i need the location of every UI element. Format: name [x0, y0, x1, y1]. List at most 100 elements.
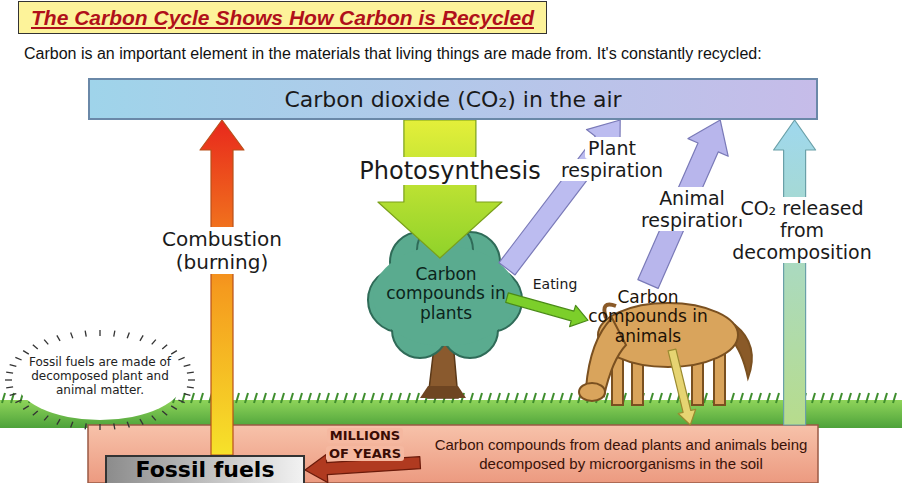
- grass-blade: [299, 393, 302, 403]
- burst-tick: [184, 394, 191, 396]
- grass-blade: [704, 393, 707, 403]
- callout-burst: [5, 330, 195, 430]
- grass-blade: [344, 393, 347, 403]
- grass-blade: [254, 393, 257, 403]
- burst-tick: [162, 411, 167, 415]
- arrow-label-text: Photosynthesis: [356, 157, 543, 185]
- node-text: Carbon dioxide (CO₂) in the air: [90, 87, 816, 112]
- grass-blade: [200, 393, 203, 403]
- grass-blade: [524, 393, 527, 403]
- burst-tick: [178, 400, 184, 403]
- grass-blade: [839, 393, 842, 403]
- grass-blade: [848, 393, 851, 403]
- grass-blade: [407, 393, 410, 403]
- grass-blade: [308, 393, 311, 403]
- grass-blade: [236, 393, 239, 403]
- grass-blade: [821, 393, 824, 403]
- arrow-label-text: CO₂ released from decomposition: [729, 197, 875, 263]
- grass-blade: [191, 393, 194, 403]
- soil-band: [88, 425, 818, 483]
- burst-tick: [6, 386, 13, 388]
- grass-blade: [740, 393, 743, 403]
- burst-tick: [85, 423, 86, 429]
- flow-arrow: [378, 120, 502, 258]
- grass-blade: [488, 393, 491, 403]
- grass-blade: [479, 393, 482, 403]
- burst-tick: [23, 351, 29, 355]
- burst-tick: [71, 422, 73, 428]
- arrow-label: Eating: [524, 275, 586, 293]
- grass-blade: [497, 393, 500, 403]
- burst-tick: [71, 332, 73, 338]
- burst-tick: [187, 386, 194, 388]
- burst-tick: [99, 330, 100, 336]
- flow-arrow: [200, 120, 244, 455]
- burst-tick: [140, 419, 143, 424]
- grass-blade: [290, 393, 293, 403]
- grass-blade: [560, 393, 563, 403]
- grass-blade: [470, 393, 473, 403]
- grass-blade: [380, 393, 383, 403]
- fossil-fuel-box: Fossil fuels: [105, 455, 305, 483]
- burst-tick: [10, 394, 17, 396]
- flow-arrow: [668, 349, 696, 425]
- grass-blade: [569, 393, 572, 403]
- grass-blade: [398, 393, 401, 403]
- grass-blade: [263, 393, 266, 403]
- arrow-label: CO₂ released from decomposition: [720, 198, 884, 264]
- burst-tick: [178, 357, 184, 360]
- grass-blade: [659, 393, 662, 403]
- grass-blade: [650, 393, 653, 403]
- burst-tick: [152, 416, 156, 421]
- callout-note: Fossil fuels are made of decomposed plan…: [26, 356, 174, 397]
- grass-blade: [515, 393, 518, 403]
- node-text: Fossil fuels: [107, 458, 303, 482]
- burst-tick: [140, 335, 143, 340]
- arrow-label: Combustion (burning): [132, 228, 312, 274]
- grass-blade: [416, 393, 419, 403]
- flow-arrow: [506, 293, 588, 327]
- grass-blade: [776, 393, 779, 403]
- arrow-label: Animal respiration: [632, 188, 752, 232]
- arrow-label-text: Combustion (burning): [159, 227, 285, 274]
- burst-tick: [187, 372, 194, 374]
- burst-tick: [57, 419, 60, 424]
- grass-blade: [668, 393, 671, 403]
- arrow-label-text: Animal respiration: [638, 187, 746, 231]
- arrow-label-text: Plant respiration: [558, 137, 666, 181]
- burst-tick: [44, 340, 48, 345]
- burst-tick: [15, 400, 21, 403]
- grass-blade: [326, 393, 329, 403]
- burst-tick: [33, 345, 38, 349]
- grass-blade: [272, 393, 275, 403]
- grass-blade: [389, 393, 392, 403]
- burst-tick: [114, 423, 115, 429]
- grass-blade: [506, 393, 509, 403]
- grass-blade: [362, 393, 365, 403]
- grass-blade: [533, 393, 536, 403]
- grass-blade: [830, 393, 833, 403]
- grass-blade: [2, 393, 5, 403]
- grass-blade: [758, 393, 761, 403]
- burst-tick: [188, 379, 195, 380]
- burst-tick: [23, 406, 29, 410]
- grass-blade: [749, 393, 752, 403]
- burst-tick: [44, 416, 48, 421]
- grass-blade: [245, 393, 248, 403]
- grass-blade: [371, 393, 374, 403]
- flow-arrow: [774, 120, 816, 425]
- grass-blade: [767, 393, 770, 403]
- animal-node: Carbon compounds in animals: [588, 284, 708, 350]
- intro-text: Carbon is an important element in the ma…: [24, 45, 894, 63]
- burst-tick: [85, 331, 86, 337]
- burst-tick: [127, 332, 129, 338]
- burst-tick: [114, 331, 115, 337]
- title-box: The Carbon Cycle Shows How Carbon is Rec…: [18, 1, 547, 34]
- node-text: Carbon compounds in animals: [588, 288, 708, 347]
- burst-tick: [10, 365, 17, 367]
- grass-blade: [317, 393, 320, 403]
- arrow-label: Photosynthesis: [342, 158, 558, 186]
- air-band: Carbon dioxide (CO₂) in the air: [88, 78, 818, 120]
- grass-blade: [893, 393, 896, 403]
- burst-tick: [171, 406, 177, 410]
